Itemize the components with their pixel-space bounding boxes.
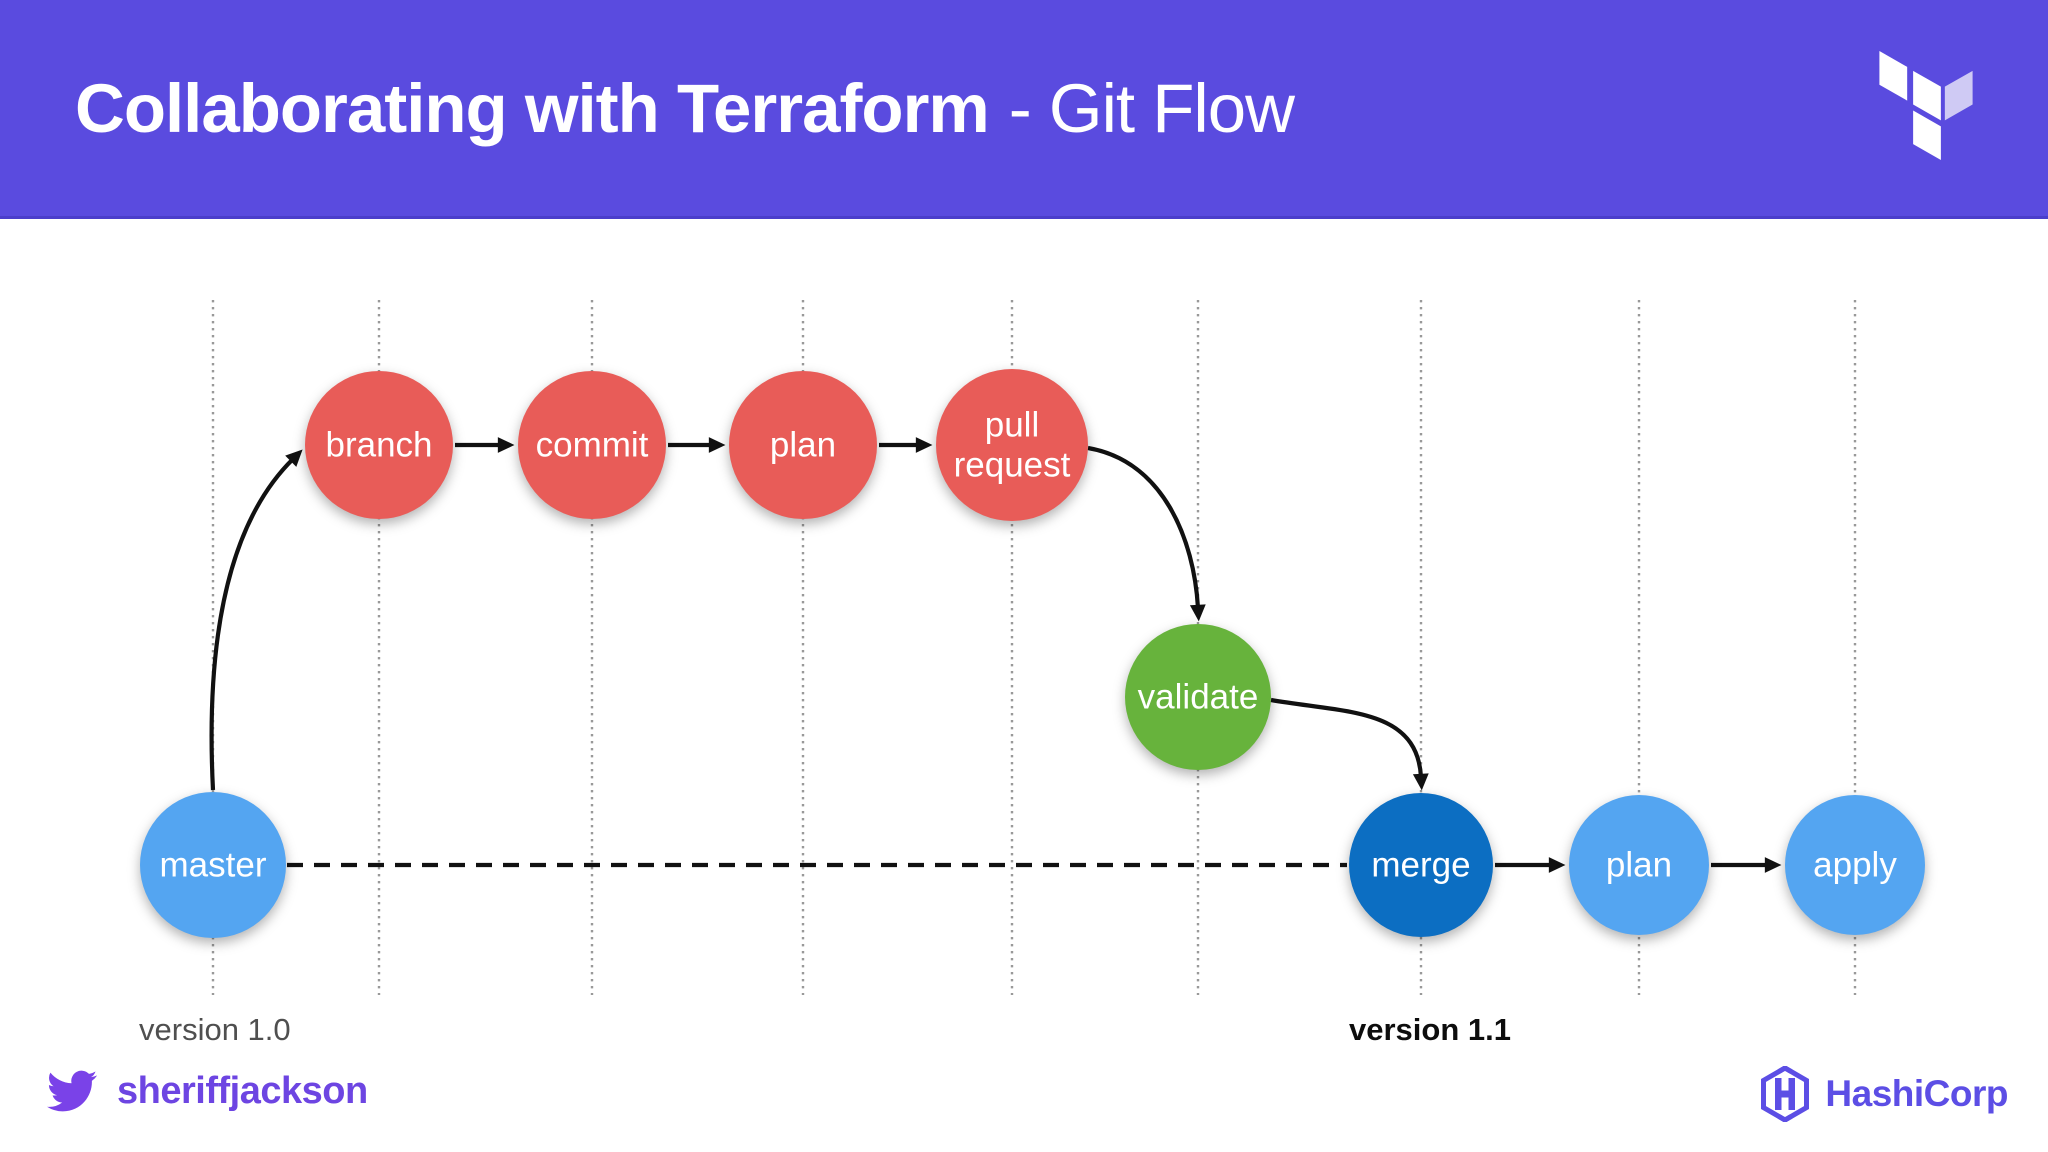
title-main: Collaborating with Terraform [75,69,990,147]
node-apply: apply [1785,795,1925,935]
node-label-merge: merge [1371,846,1470,885]
node-circle-master [140,792,286,938]
node-label-commit: commit [536,426,649,465]
node-label-plan2: plan [1606,846,1672,885]
node-circle-apply [1785,795,1925,935]
node-circle-commit [518,371,666,519]
node-label-plan1: plan [770,426,836,465]
node-plan1: plan [729,371,877,519]
edge-master-to-branch [209,449,303,791]
node-label-master: master [160,846,267,885]
page-title: Collaborating with Terraform - Git Flow [75,69,1295,148]
header-bar: Collaborating with Terraform - Git Flow [0,0,2048,219]
node-circle-plan2 [1569,795,1709,935]
version-1-0-label: version 1.0 [139,1012,291,1047]
brand-name: HashiCorp [1825,1073,2008,1114]
node-branch: branch [305,371,453,519]
title-accent: - Git Flow [1008,69,1295,147]
flow-edges [209,437,1782,873]
node-label-apply: apply [1813,846,1897,885]
version-1-1-label: version 1.1 [1349,1012,1511,1047]
node-merge: merge [1349,793,1493,937]
terraform-logo-icon [1879,51,1973,161]
node-circle-pull_request [936,369,1088,521]
node-validate: validate [1125,624,1271,770]
node-circle-merge [1349,793,1493,937]
author-credit: sheriffjackson [43,1066,368,1116]
node-master: master [140,792,286,938]
brand-credit: HashiCorp [1759,1066,2008,1122]
hashicorp-logo-icon [1761,1066,1810,1122]
node-commit: commit [518,371,666,519]
twitter-icon [47,1070,97,1112]
node-label-branch: branch [325,426,432,465]
twitter-handle: sheriffjackson [117,1069,368,1112]
node-circle-validate [1125,624,1271,770]
edge-validate-to-merge [1270,697,1429,791]
node-label-validate: validate [1138,678,1259,717]
edge-pull_request-to-validate [1087,445,1206,622]
node-circle-plan1 [729,371,877,519]
node-plan2: plan [1569,795,1709,935]
node-circle-branch [305,371,453,519]
